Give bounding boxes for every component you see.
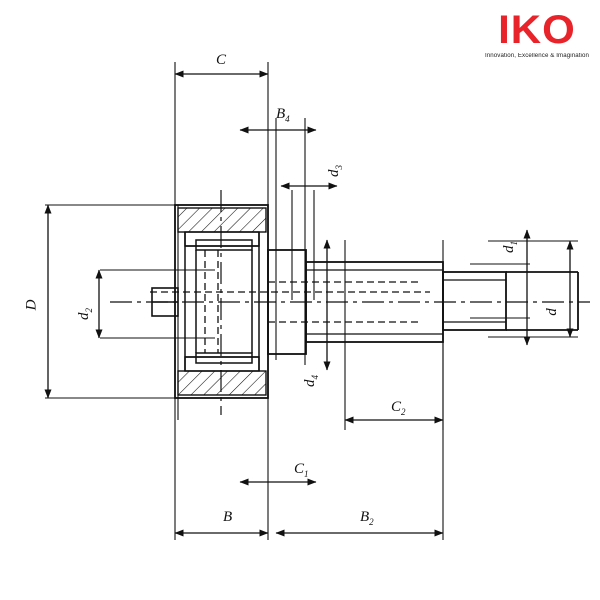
dimension-arrows [44,70,574,537]
dim-label-C: C [216,52,227,68]
dim-label-d: d [543,308,560,316]
dim-label-B4: B4 [276,106,290,124]
left-spigot [151,287,179,317]
hidden-lines [150,250,430,353]
iko-logo: IKO Innovation, Excellence & Imagination [484,10,590,68]
iko-wordmark: IKO [498,8,576,52]
dim-label-C1: C1 [294,461,309,479]
dim-label-d4: d4 [302,375,320,387]
section-hatching [177,207,267,396]
dim-label-B2: B2 [360,509,374,527]
dim-label-C2: C2 [391,399,406,417]
dim-label-B: B [223,509,233,525]
thread-marks [306,269,506,335]
iko-tagline: Innovation, Excellence & Imagination [484,53,590,59]
dim-label-D: D [23,299,40,311]
dim-label-d1: d1 [501,241,519,253]
dim-label-d3: d3 [326,165,344,177]
dim-label-d2: d2 [76,308,94,320]
extension-lines [45,62,578,540]
